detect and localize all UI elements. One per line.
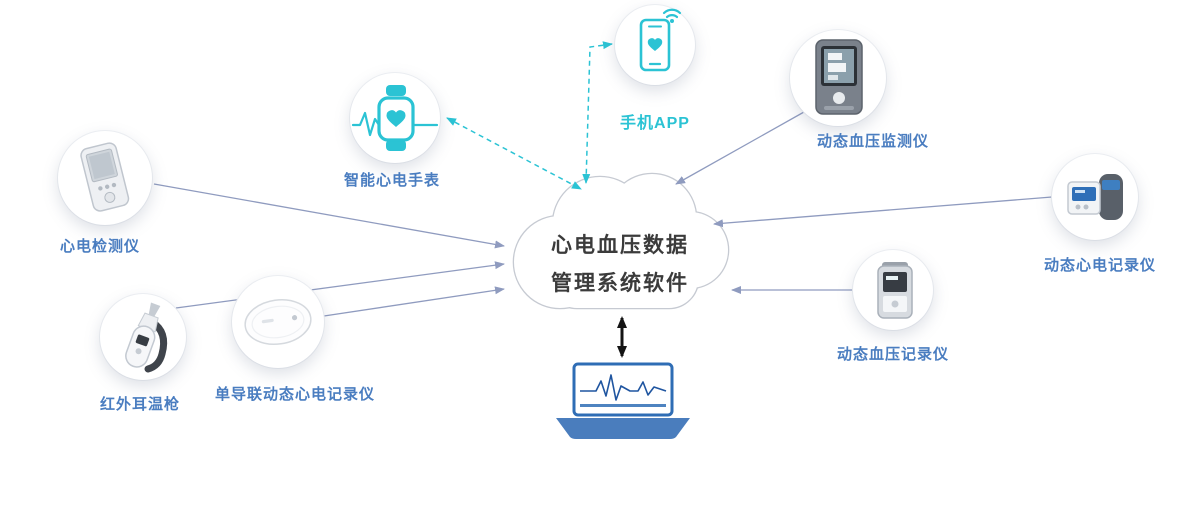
node-bp-recorder — [853, 250, 933, 330]
label-ecg-patch: 单导联动态心电记录仪 — [214, 386, 376, 403]
ecg-recorder-icon — [1067, 174, 1123, 220]
node-smart-watch — [350, 73, 440, 163]
label-bp-monitor: 动态血压监测仪 — [816, 133, 930, 150]
laptop-base — [556, 418, 690, 439]
ear-thermometer-icon — [125, 302, 168, 373]
smart-watch-icon — [351, 85, 439, 151]
laptop-screen-bar — [580, 404, 666, 407]
edge-handheld-ecg-to-cloud — [153, 183, 505, 249]
label-ecg-recorder: 动态心电记录仪 — [1043, 257, 1157, 274]
label-bp-recorder: 动态血压记录仪 — [836, 346, 950, 363]
edge-ear-thermometer-to-cloud — [175, 261, 505, 309]
node-ear-thermometer — [100, 294, 186, 380]
node-phone-app — [615, 5, 695, 85]
node-ecg-recorder — [1052, 154, 1138, 240]
ecg-patch-icon — [244, 298, 312, 346]
bp-monitor-icon — [815, 39, 863, 115]
edge-phone-app-cloud — [582, 41, 613, 184]
node-handheld-ecg — [58, 131, 152, 225]
cloud-title-line1: 心电血压数据 — [551, 233, 689, 257]
ecg-waveform-icon — [580, 374, 667, 401]
edge-smart-watch-cloud — [446, 117, 582, 190]
node-ecg-patch — [232, 276, 324, 368]
wifi-icon — [662, 8, 682, 23]
handheld-ecg-icon — [80, 142, 130, 212]
laptop — [556, 362, 690, 439]
label-smart-watch: 智能心电手表 — [343, 172, 441, 189]
laptop-screen — [572, 362, 674, 417]
phone-app-icon — [639, 8, 682, 72]
label-phone-app: 手机APP — [620, 115, 690, 132]
label-handheld-ecg: 心电检测仪 — [59, 238, 141, 255]
bp-recorder-icon — [877, 262, 913, 319]
cloud-shape: 心电血压数据 管理系统软件 — [512, 172, 730, 310]
label-ear-thermometer: 红外耳温枪 — [99, 396, 181, 413]
node-bp-monitor — [790, 30, 886, 126]
edge-bp-monitor-to-cloud — [675, 111, 805, 185]
edge-ecg-patch-to-cloud — [323, 286, 505, 317]
edge-ecg-recorder-to-cloud — [713, 196, 1053, 228]
cloud-title-line2: 管理系统软件 — [551, 271, 689, 295]
